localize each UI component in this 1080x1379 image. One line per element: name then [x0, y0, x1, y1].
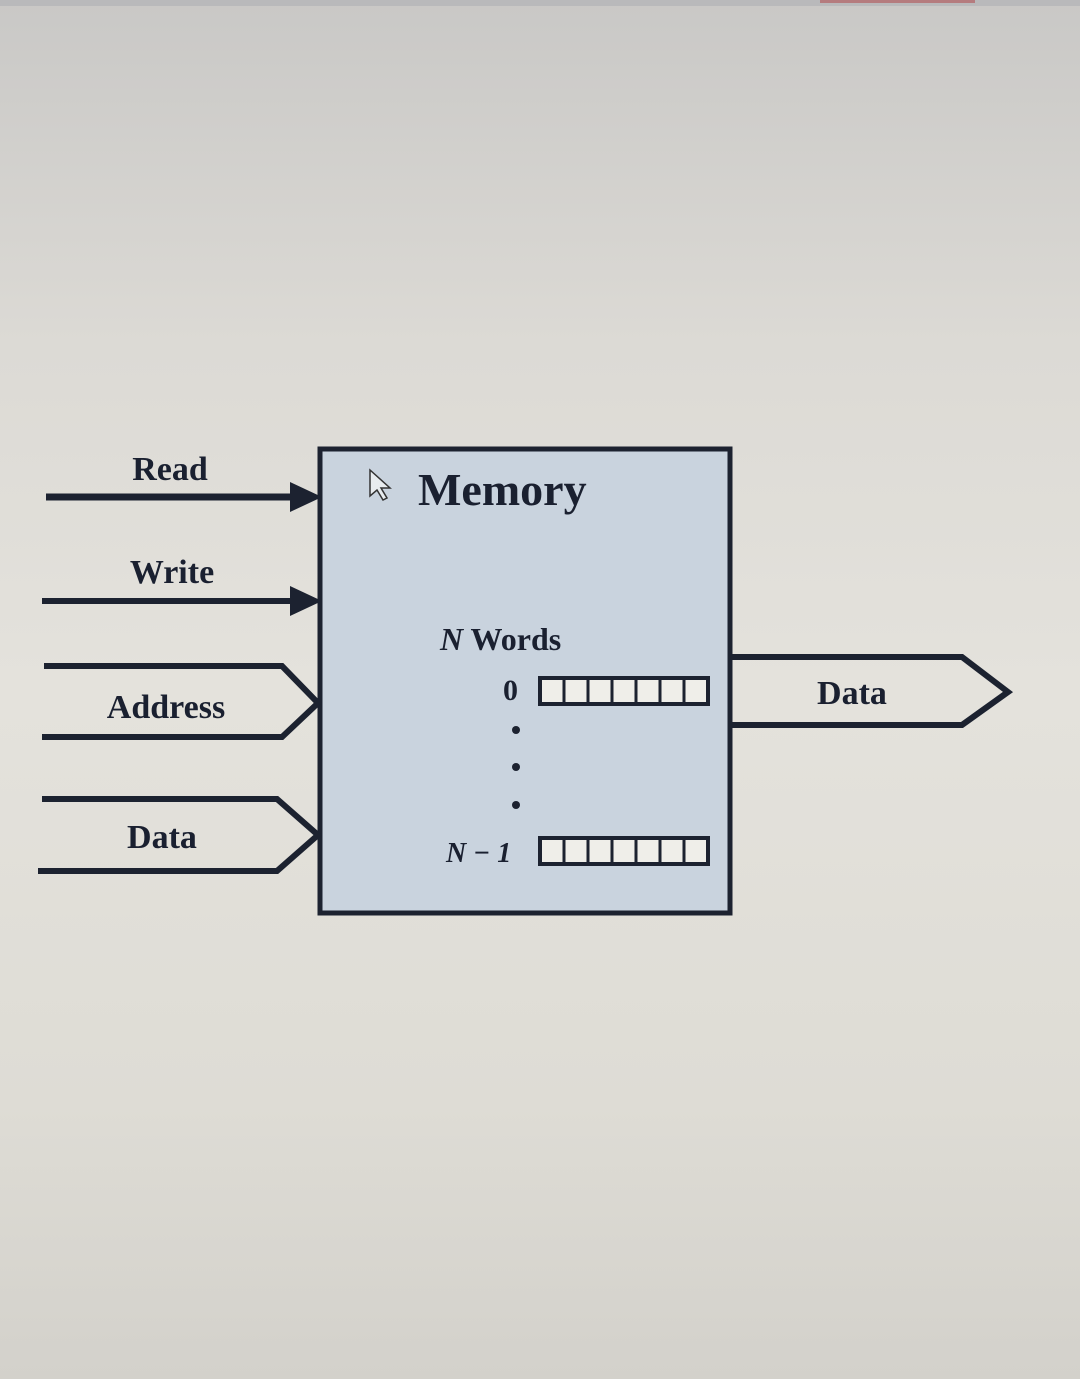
ellipsis-dot: [512, 763, 520, 771]
data-in-bus-shape: [38, 796, 323, 874]
read-label: Read: [132, 451, 208, 488]
address-label: Address: [107, 689, 225, 726]
data-output-bus: Data: [732, 654, 1014, 728]
screen-top-accent: [820, 0, 975, 3]
memory-word-last: [538, 836, 710, 866]
word-index-first: 0: [503, 674, 518, 707]
write-arrow-icon: [290, 586, 322, 616]
word-index-last: N − 1: [445, 838, 511, 869]
ellipsis-dot: [512, 801, 520, 809]
word-frame: [538, 836, 710, 866]
words-label: N Words: [439, 621, 561, 657]
address-bus-shape: [42, 663, 323, 740]
data-out-bus-shape: [732, 654, 1014, 728]
words-label-n: N: [439, 621, 465, 657]
data-out-label: Data: [817, 675, 887, 712]
memory-word-first: [538, 676, 710, 706]
screen-top-edge: [0, 0, 1080, 6]
data-input-bus: Data: [38, 796, 323, 874]
ellipsis-dot: [512, 726, 520, 734]
memory-title: Memory: [418, 464, 587, 515]
write-label: Write: [130, 554, 214, 591]
address-input-bus: Address: [42, 663, 323, 740]
read-input-signal: Read: [46, 451, 322, 512]
word-frame: [538, 676, 710, 706]
write-input-signal: Write: [42, 554, 322, 616]
data-in-label: Data: [127, 819, 197, 856]
mouse-cursor-icon: [369, 468, 392, 501]
words-label-rest: Words: [463, 621, 561, 657]
read-arrow-icon: [290, 482, 322, 512]
